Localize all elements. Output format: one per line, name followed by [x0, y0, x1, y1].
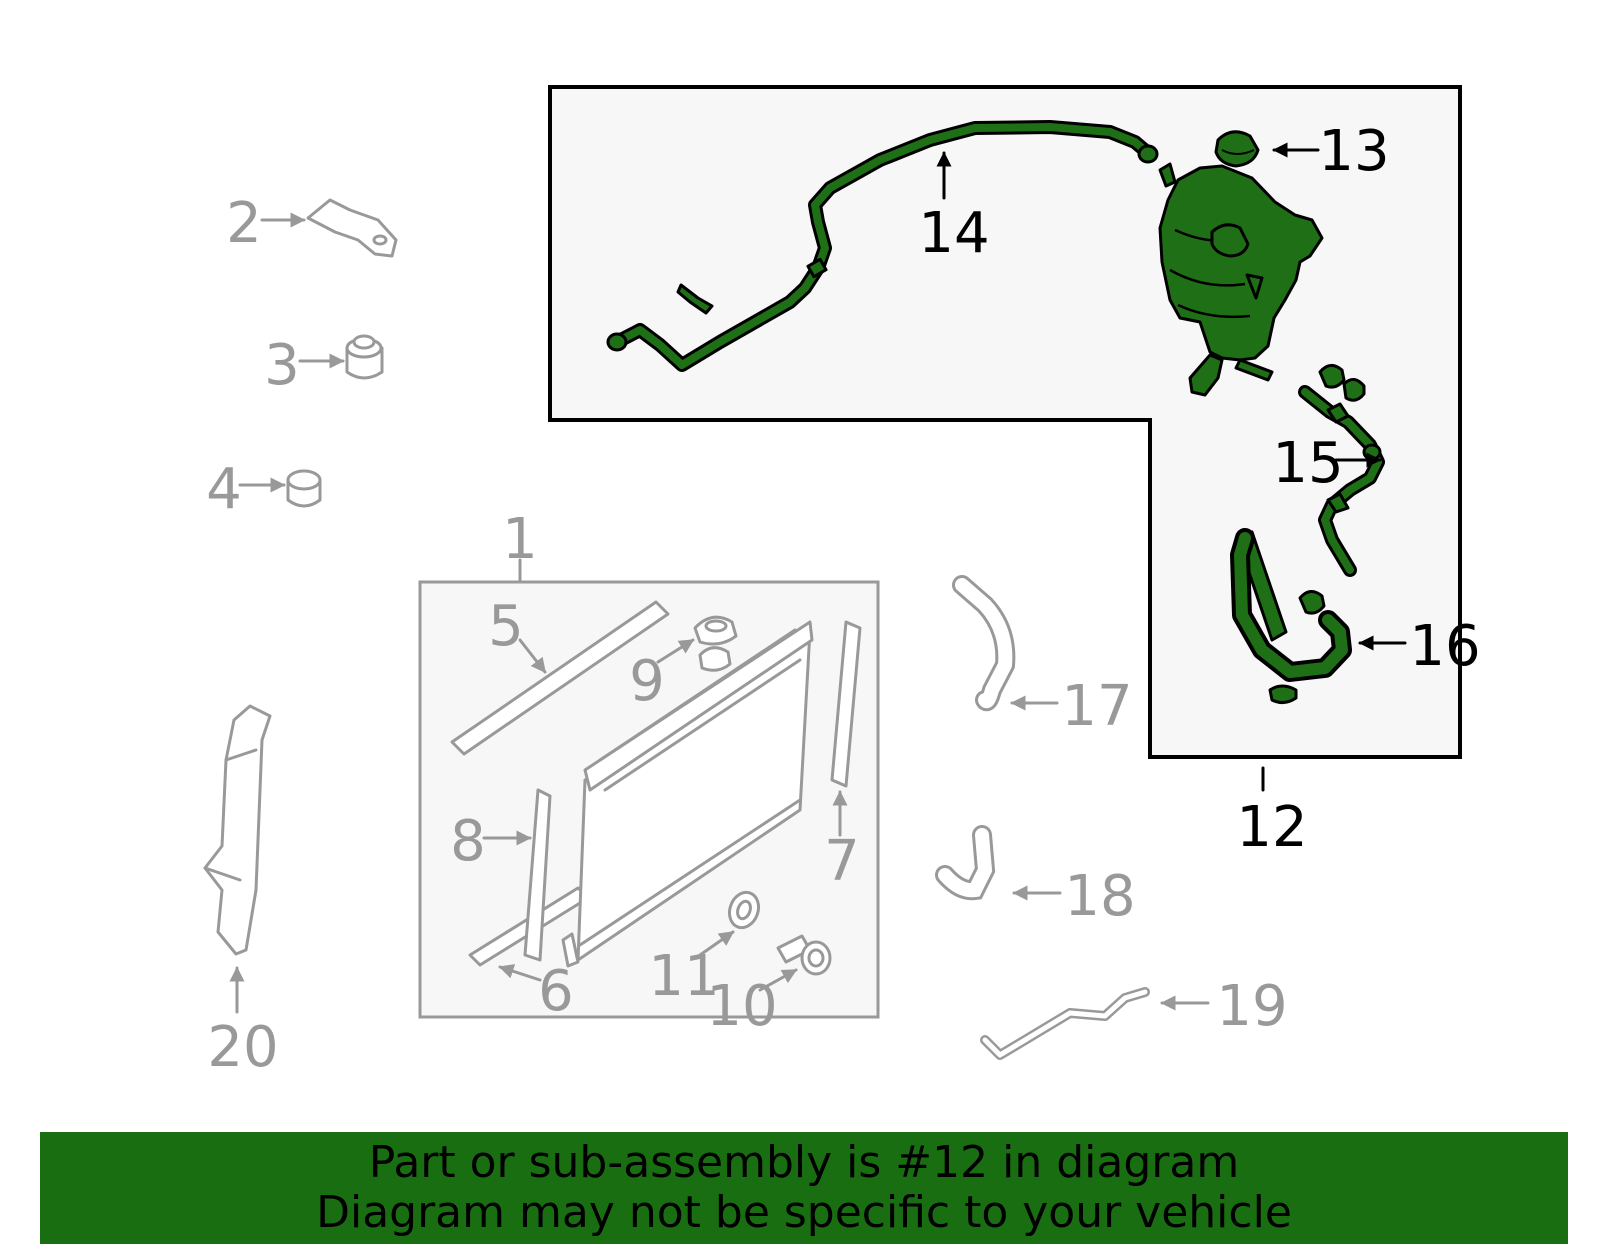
part-18-hose[interactable]	[935, 825, 996, 901]
callout-2: 2	[226, 191, 262, 256]
info-banner: Part or sub-assembly is #12 in diagram D…	[40, 1132, 1568, 1244]
part-7-seal[interactable]	[830, 620, 862, 788]
callout-18: 18	[1064, 864, 1135, 929]
part-4-grommet[interactable]	[286, 469, 322, 508]
leader-11	[698, 930, 735, 957]
part-3-grommet[interactable]	[345, 334, 384, 380]
part-8-seal[interactable]	[523, 788, 552, 962]
part-5-seal[interactable]	[450, 600, 670, 756]
callout-15: 15	[1272, 431, 1343, 496]
part-14-hose[interactable]	[606, 120, 1159, 372]
callout-9: 9	[629, 649, 665, 714]
callout-10: 10	[706, 974, 777, 1039]
callout-4: 4	[206, 457, 242, 522]
leader-5	[518, 638, 547, 674]
callout-11: 11	[648, 944, 719, 1009]
callout-12: 12	[1236, 795, 1307, 860]
part-10-bolt[interactable]	[776, 934, 832, 976]
part-15-hose[interactable]	[1298, 364, 1385, 577]
callout-14: 14	[918, 201, 989, 266]
callout-3: 3	[264, 333, 300, 398]
part-16-hose[interactable]	[1230, 528, 1352, 705]
callout-6: 6	[538, 959, 574, 1024]
leader-10	[758, 968, 798, 992]
callout-5: 5	[488, 594, 524, 659]
part-2-bracket-hole	[372, 234, 388, 246]
leader-9	[656, 638, 695, 664]
banner-line-2: Diagram may not be specific to your vehi…	[316, 1187, 1292, 1238]
part-20-bracket[interactable]	[203, 704, 272, 956]
part-17-hose[interactable]	[952, 575, 1016, 712]
banner-line-1: Part or sub-assembly is #12 in diagram	[368, 1137, 1240, 1188]
part-11-washer[interactable]	[725, 888, 764, 931]
part-9-cap[interactable]	[693, 615, 738, 646]
callout-8: 8	[450, 809, 486, 874]
part-19-pipe[interactable]	[980, 987, 1150, 1060]
callout-1: 1	[502, 507, 538, 572]
part-13-cap[interactable]	[1214, 130, 1260, 168]
part-12-reservoir-tank[interactable]	[1158, 162, 1324, 397]
callout-20: 20	[207, 1015, 278, 1080]
callout-7: 7	[824, 829, 860, 894]
callout-17: 17	[1061, 674, 1132, 739]
callout-16: 16	[1409, 614, 1480, 679]
part-2-bracket[interactable]	[306, 198, 398, 258]
radiator-core[interactable]	[561, 620, 814, 968]
callout-19: 19	[1216, 974, 1287, 1039]
callout-13: 13	[1318, 119, 1389, 184]
leader-6	[498, 964, 542, 982]
